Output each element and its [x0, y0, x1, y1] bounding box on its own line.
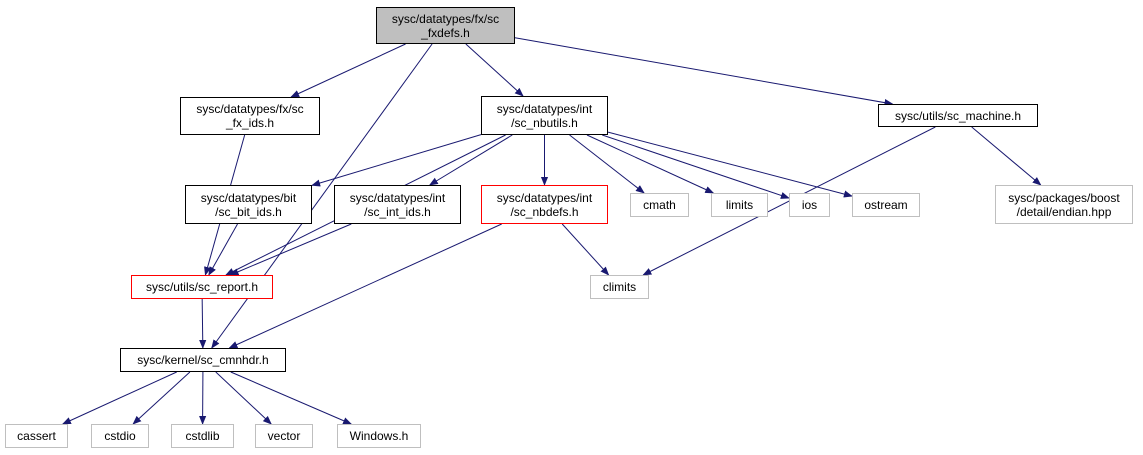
node-boost-endian[interactable]: sysc/packages/boost /detail/endian.hpp	[995, 185, 1133, 224]
edge-nbutils-to-int_ids	[428, 134, 513, 186]
edge-fxdefs-to-nbutils	[465, 43, 524, 97]
node-ostream[interactable]: ostream	[852, 193, 920, 217]
node-sc-report[interactable]: sysc/utils/sc_report.h	[131, 275, 273, 299]
node-vector[interactable]: vector	[255, 424, 313, 448]
edge-fxdefs-to-fx_ids	[290, 43, 406, 98]
edge-nbutils-to-cmath	[569, 134, 645, 194]
node-sc-fxdefs[interactable]: sysc/datatypes/fx/sc _fxdefs.h	[376, 7, 515, 44]
edge-cmnhdr-to-vector	[215, 371, 272, 425]
node-sc-cmnhdr[interactable]: sysc/kernel/sc_cmnhdr.h	[120, 348, 286, 372]
edge-cmnhdr-to-windows	[230, 371, 353, 425]
edge-bit_ids-to-report	[208, 223, 238, 276]
node-sc-bit-ids[interactable]: sysc/datatypes/bit /sc_bit_ids.h	[185, 185, 312, 224]
node-climits[interactable]: climits	[590, 275, 649, 299]
edge-nbutils-to-limits	[586, 134, 715, 194]
edge-cmnhdr-to-cstdio	[132, 371, 191, 425]
edge-machine-to-endian	[971, 126, 1042, 186]
node-sc-machine[interactable]: sysc/utils/sc_machine.h	[878, 104, 1038, 127]
node-cassert[interactable]: cassert	[5, 424, 68, 448]
node-sc-nbdefs[interactable]: sysc/datatypes/int /sc_nbdefs.h	[481, 185, 608, 224]
edge-report-to-cmnhdr	[199, 298, 207, 349]
node-cstdlib[interactable]: cstdlib	[171, 424, 234, 448]
node-windows-h[interactable]: Windows.h	[337, 424, 421, 448]
edge-nbdefs-to-cmnhdr	[228, 223, 502, 349]
edge-nbutils-to-ostream	[607, 131, 853, 198]
edge-nbutils-to-ios	[602, 134, 790, 199]
node-sc-int-ids[interactable]: sysc/datatypes/int /sc_int_ids.h	[334, 185, 461, 224]
edge-nbdefs-to-climits	[561, 223, 610, 276]
edge-int_ids-to-report	[229, 223, 352, 276]
edge-nbutils-to-bit_ids	[311, 134, 482, 187]
edge-cmnhdr-to-cassert	[61, 371, 177, 425]
node-ios[interactable]: ios	[789, 193, 830, 217]
node-limits[interactable]: limits	[711, 193, 768, 217]
node-cstdio[interactable]: cstdio	[91, 424, 149, 448]
node-sc-fx-ids[interactable]: sysc/datatypes/fx/sc _fx_ids.h	[180, 97, 320, 135]
node-cmath[interactable]: cmath	[630, 193, 689, 217]
edge-fxdefs-to-machine	[514, 37, 894, 107]
node-sc-nbutils[interactable]: sysc/datatypes/int /sc_nbutils.h	[481, 96, 608, 135]
